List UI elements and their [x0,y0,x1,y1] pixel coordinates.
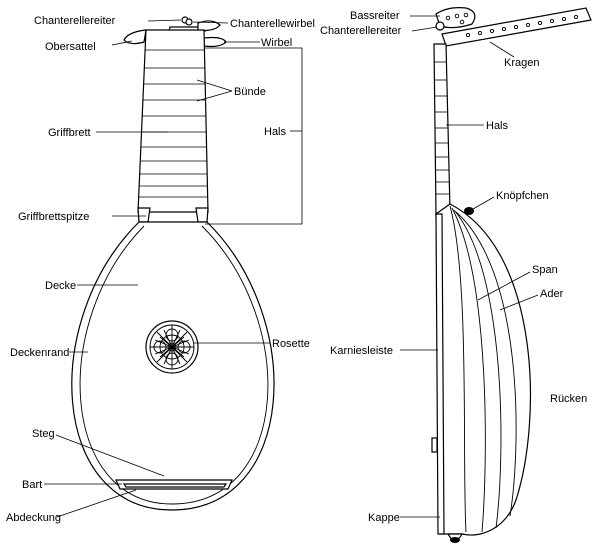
label-bart: Bart [22,479,42,491]
collar [441,7,592,47]
front-view: Chanterellereiter Chanterellewirbel Ober… [6,15,315,524]
bridge-side [431,437,438,453]
body-side [431,203,531,543]
side-view: Bassreiter Chanterellereiter Kragen Hals… [320,7,592,543]
front-leaders [44,19,303,518]
label-obersattel: Obersattel [45,41,96,53]
cap-strip [435,213,445,535]
label-griffbrettspitze: Griffbrettspitze [18,211,89,223]
rosette-icon [145,320,199,374]
label-knoepfchen: Knöpfchen [496,190,549,202]
label-rosette: Rosette [272,338,310,350]
button-knob-icon [464,207,474,215]
label-chanterellereiter-side: Chanterellereiter [320,25,402,37]
label-ruecken: Rücken [550,393,587,405]
label-bassreiter: Bassreiter [350,10,400,22]
label-buende: Bünde [234,86,266,98]
label-chanterellewirbel: Chanterellewirbel [230,18,315,30]
label-hals-front: Hals [264,126,287,138]
label-decke: Decke [45,280,76,292]
label-karniesleiste: Karniesleiste [330,345,393,357]
fingerboard [137,29,209,213]
label-kappe: Kappe [368,512,400,524]
label-chanterellereiter-front: Chanterellereiter [34,15,116,27]
label-steg: Steg [32,428,55,440]
label-span: Span [532,264,558,276]
label-deckenrand: Deckenrand [10,347,69,359]
label-abdeckung: Abdeckung [6,512,61,524]
label-kragen: Kragen [504,57,539,69]
pegbox-side [435,7,592,47]
board-edge [79,225,269,505]
peg-right [203,36,227,48]
label-ader: Ader [540,288,564,300]
neck-side [433,43,451,215]
peg-left [123,29,147,45]
label-griffbrett: Griffbrett [48,127,91,139]
label-wirbel: Wirbel [261,37,292,49]
bridge [115,479,233,490]
neck-front [137,29,209,223]
label-hals-side: Hals [486,120,509,132]
side-leaders [400,15,539,518]
